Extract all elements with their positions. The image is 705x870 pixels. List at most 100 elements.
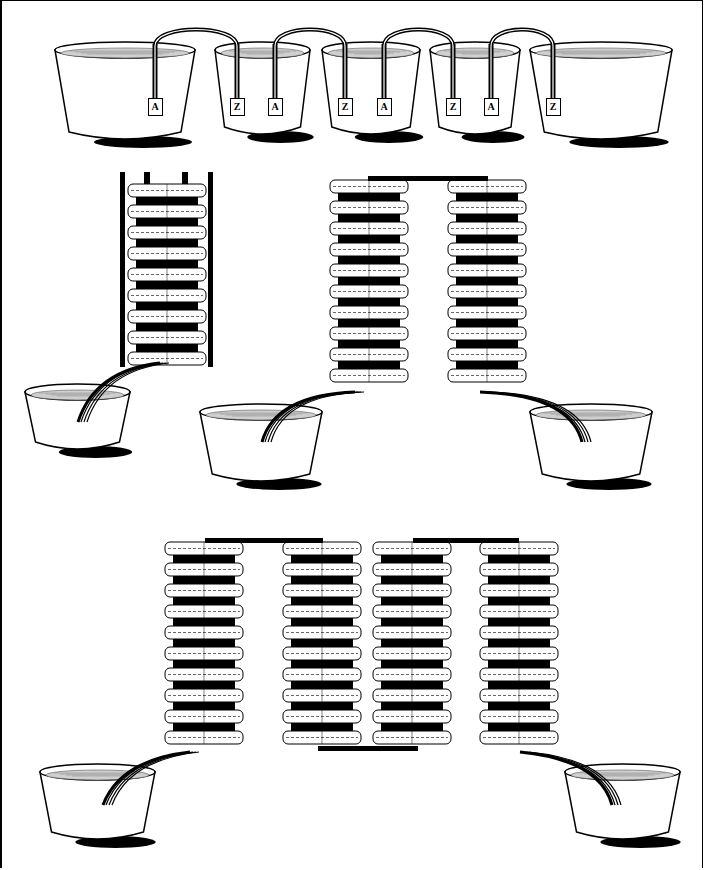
pile-metal bbox=[488, 555, 550, 563]
liquid-hatch bbox=[556, 53, 646, 54]
pile-metal bbox=[381, 681, 443, 689]
pile-disc bbox=[128, 184, 206, 197]
pile-disc bbox=[373, 563, 451, 576]
disc-mark bbox=[322, 605, 323, 618]
disc-mark bbox=[369, 180, 370, 193]
wire-bundle bbox=[489, 392, 591, 442]
pile-disc bbox=[283, 647, 361, 660]
pile-disc bbox=[330, 327, 408, 340]
liquid-hatch bbox=[456, 53, 494, 54]
disc-mark bbox=[322, 542, 323, 555]
liquid-hatch bbox=[597, 776, 648, 777]
liquid-hatch bbox=[72, 776, 123, 777]
cup-rim bbox=[430, 42, 520, 58]
disc-mark bbox=[487, 243, 488, 256]
liquid-hatch bbox=[87, 54, 163, 55]
pile-disc bbox=[165, 542, 243, 555]
disc-mark bbox=[322, 731, 323, 744]
cup-rim bbox=[322, 42, 420, 58]
pile-metal bbox=[338, 193, 400, 201]
pile-metal bbox=[488, 723, 550, 731]
pile-disc bbox=[480, 689, 558, 702]
plate-letter: Z bbox=[550, 102, 557, 112]
pile-disc bbox=[448, 348, 526, 361]
cup-rim bbox=[215, 42, 310, 58]
wire-bundle bbox=[81, 363, 163, 422]
disc-mark bbox=[204, 668, 205, 681]
pile-disc bbox=[283, 710, 361, 723]
pile-disc bbox=[128, 226, 206, 239]
liquid-hatch bbox=[241, 53, 284, 54]
pile-metal bbox=[488, 660, 550, 668]
pile-disc bbox=[373, 731, 451, 744]
disc-mark bbox=[369, 369, 370, 382]
pile-disc bbox=[480, 626, 558, 639]
pile-metal bbox=[291, 639, 353, 647]
pile-metal bbox=[173, 702, 235, 710]
cup-liquid bbox=[436, 48, 514, 58]
pile-disc bbox=[165, 710, 243, 723]
disc-mark bbox=[412, 647, 413, 660]
disc-mark bbox=[412, 668, 413, 681]
connecting-wire bbox=[275, 30, 345, 99]
pile-metal bbox=[291, 660, 353, 668]
pile-disc bbox=[448, 222, 526, 235]
pile-metal bbox=[456, 340, 518, 348]
pile-metal bbox=[173, 660, 235, 668]
pile-disc bbox=[165, 605, 243, 618]
voltaic-pile bbox=[373, 542, 451, 744]
pile-metal bbox=[136, 302, 198, 310]
cup-liquid bbox=[536, 410, 646, 420]
disc-mark bbox=[204, 647, 205, 660]
disc-mark bbox=[412, 542, 413, 555]
liquid-hatch bbox=[562, 54, 640, 55]
bowl bbox=[530, 404, 652, 490]
voltaic-pile bbox=[448, 180, 526, 382]
pile-metal bbox=[456, 256, 518, 264]
disc-mark bbox=[167, 247, 168, 260]
cup-liquid bbox=[31, 390, 124, 400]
connecting-wire bbox=[491, 30, 553, 99]
pile-disc bbox=[128, 205, 206, 218]
pile-disc bbox=[128, 331, 206, 344]
pile-metal bbox=[136, 323, 198, 331]
disc-mark bbox=[204, 605, 205, 618]
disc-mark bbox=[519, 668, 520, 681]
pile-metal bbox=[291, 555, 353, 563]
pile-metal bbox=[456, 235, 518, 243]
cup-liquid bbox=[221, 48, 304, 58]
disc-mark bbox=[487, 222, 488, 235]
pile-disc bbox=[448, 369, 526, 382]
pile-metal bbox=[136, 197, 198, 205]
disc-mark bbox=[167, 331, 168, 344]
disc-mark bbox=[487, 180, 488, 193]
disc-mark bbox=[204, 626, 205, 639]
disc-mark bbox=[369, 327, 370, 340]
pile-disc bbox=[128, 268, 206, 281]
pile-disc bbox=[448, 201, 526, 214]
disc-mark bbox=[519, 584, 520, 597]
pile-disc bbox=[373, 542, 451, 555]
wire-highlight bbox=[275, 30, 345, 99]
liquid-hatch bbox=[462, 54, 488, 55]
cup-body bbox=[430, 50, 520, 134]
pile-disc bbox=[283, 668, 361, 681]
connecting-wire bbox=[155, 30, 237, 99]
pile-metal bbox=[291, 702, 353, 710]
disc-mark bbox=[519, 542, 520, 555]
wire-bundle bbox=[84, 363, 166, 422]
liquid-hatch bbox=[235, 52, 290, 53]
pile-metal bbox=[173, 576, 235, 584]
disc-mark bbox=[204, 710, 205, 723]
pile-disc bbox=[373, 584, 451, 597]
pile-disc bbox=[165, 731, 243, 744]
cup-body bbox=[55, 50, 195, 139]
liquid-hatch bbox=[342, 52, 400, 53]
liquid-hatch bbox=[544, 51, 658, 52]
pile-metal bbox=[456, 193, 518, 201]
connecting-wire bbox=[384, 30, 453, 99]
disc-mark bbox=[167, 289, 168, 302]
frame-rod bbox=[144, 172, 150, 184]
disc-mark bbox=[412, 626, 413, 639]
disc-mark bbox=[322, 710, 323, 723]
